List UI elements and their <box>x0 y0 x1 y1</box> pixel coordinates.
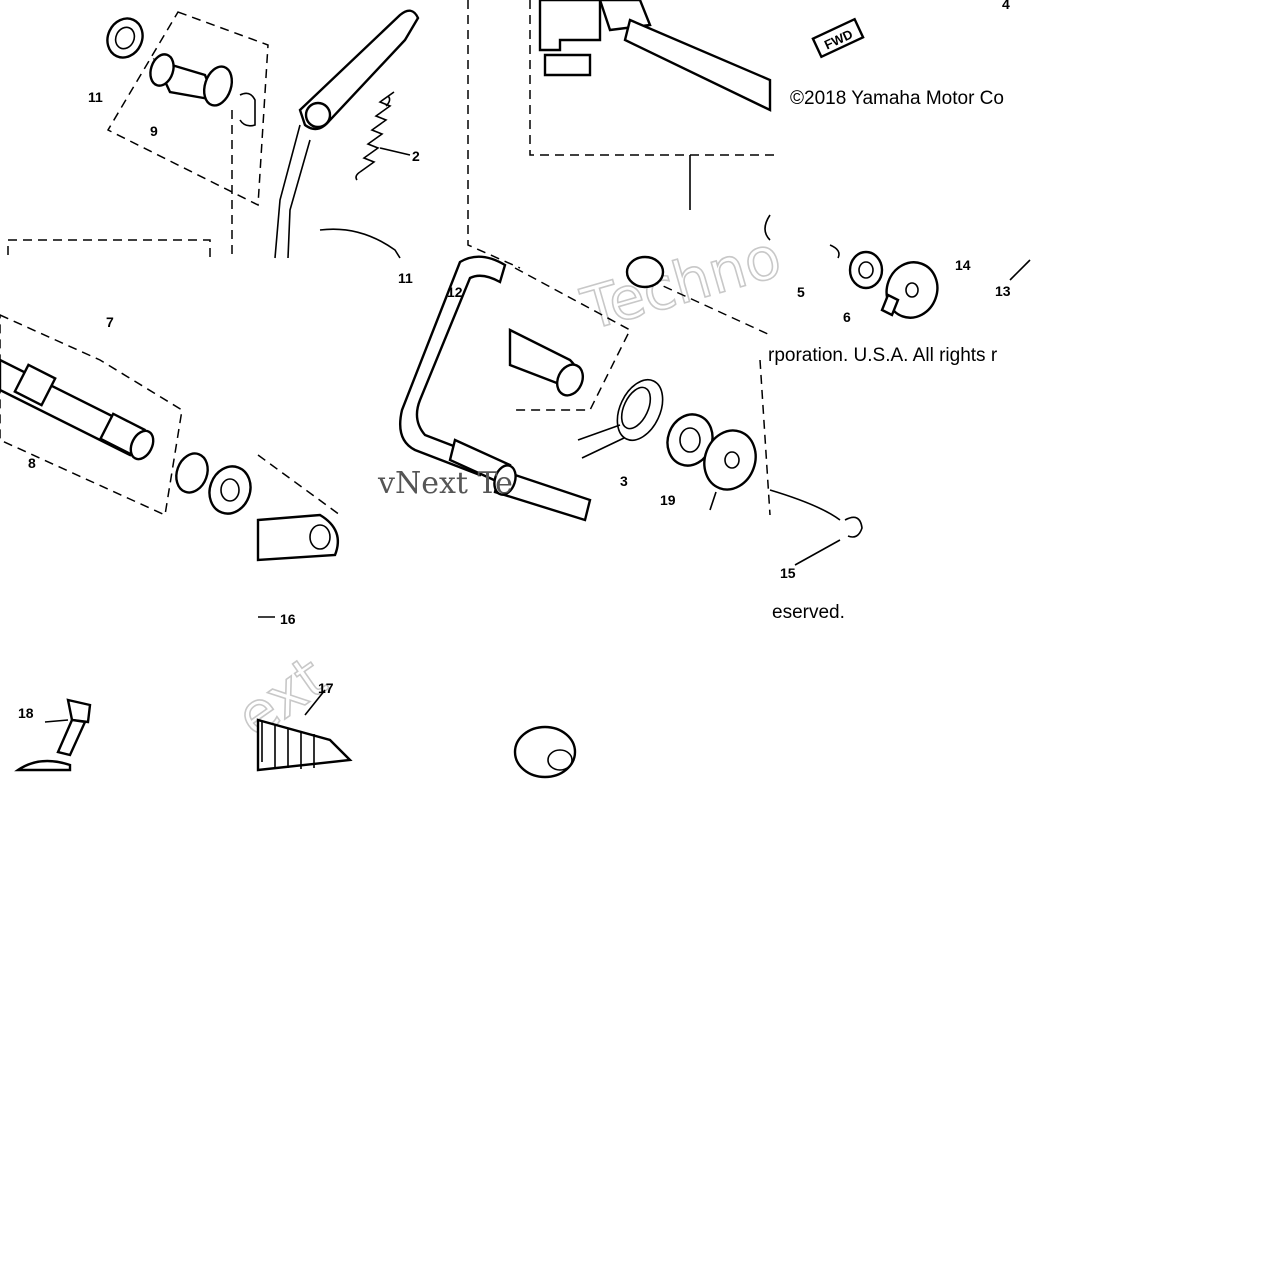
oil-seal-19 <box>666 413 714 467</box>
assembly-box-upper <box>467 0 521 269</box>
watermark-techno: Techno <box>574 222 788 343</box>
circlip-15 <box>769 489 863 566</box>
torsion-spring-3 <box>577 378 664 459</box>
watermark-vnext: vNext Te <box>377 466 513 501</box>
shift-shaft-7 <box>0 358 155 461</box>
shift-lever-arm <box>274 9 420 259</box>
fwd-mark: FWD <box>811 17 865 59</box>
washer-large <box>703 429 757 491</box>
callout-18: 18 <box>18 705 34 721</box>
assembly-box-7 <box>0 314 183 517</box>
callout-3: 3 <box>620 473 628 489</box>
callout-6: 6 <box>843 309 851 325</box>
nut-5 <box>848 250 884 290</box>
copyright-line-3: eserved. <box>772 602 845 623</box>
copyright-line-2: rporation. U.S.A. All rights r <box>768 345 998 366</box>
callout-14: 14 <box>955 257 971 273</box>
callout-19: 19 <box>660 492 676 508</box>
copyright-line-1: ©2018 Yamaha Motor Co <box>790 88 1004 109</box>
bracket-16 <box>256 513 340 562</box>
washer-11 <box>106 17 144 59</box>
bolt-18 <box>14 698 92 772</box>
assembly-box-9 <box>106 11 269 207</box>
callout-5: 5 <box>797 284 805 300</box>
spring-2 <box>355 91 395 181</box>
bolt-stud <box>493 464 592 522</box>
callout-7: 7 <box>106 314 114 330</box>
callout-9: 9 <box>150 123 158 139</box>
plate-6 <box>880 261 939 319</box>
bushing-9 <box>149 53 234 107</box>
assembly-line-right <box>649 279 771 336</box>
spring-17 <box>256 689 353 772</box>
washer-seal-lower <box>175 452 252 515</box>
callout-11-top: 11 <box>88 89 103 105</box>
callout-16: 16 <box>280 611 296 627</box>
cam-lower <box>513 725 577 779</box>
callout-2: 2 <box>412 148 420 164</box>
spacer-right <box>625 255 665 289</box>
assembly-box-12 <box>514 267 631 411</box>
callout-4: 4 <box>1002 0 1010 12</box>
assembly-box-left <box>7 239 211 258</box>
assembly-box-shaft-top <box>529 0 775 156</box>
callout-8: 8 <box>28 455 36 471</box>
shift-lever-12 <box>398 255 585 487</box>
assembly-line-vertical <box>759 359 771 516</box>
callout-11-mid: 11 <box>398 270 413 286</box>
callout-12: 12 <box>447 284 463 300</box>
assembly-line-mid <box>257 454 341 516</box>
callout-13: 13 <box>995 283 1011 299</box>
shift-shaft-upper <box>538 0 772 241</box>
callout-17: 17 <box>318 680 334 696</box>
callout-15: 15 <box>780 565 796 581</box>
